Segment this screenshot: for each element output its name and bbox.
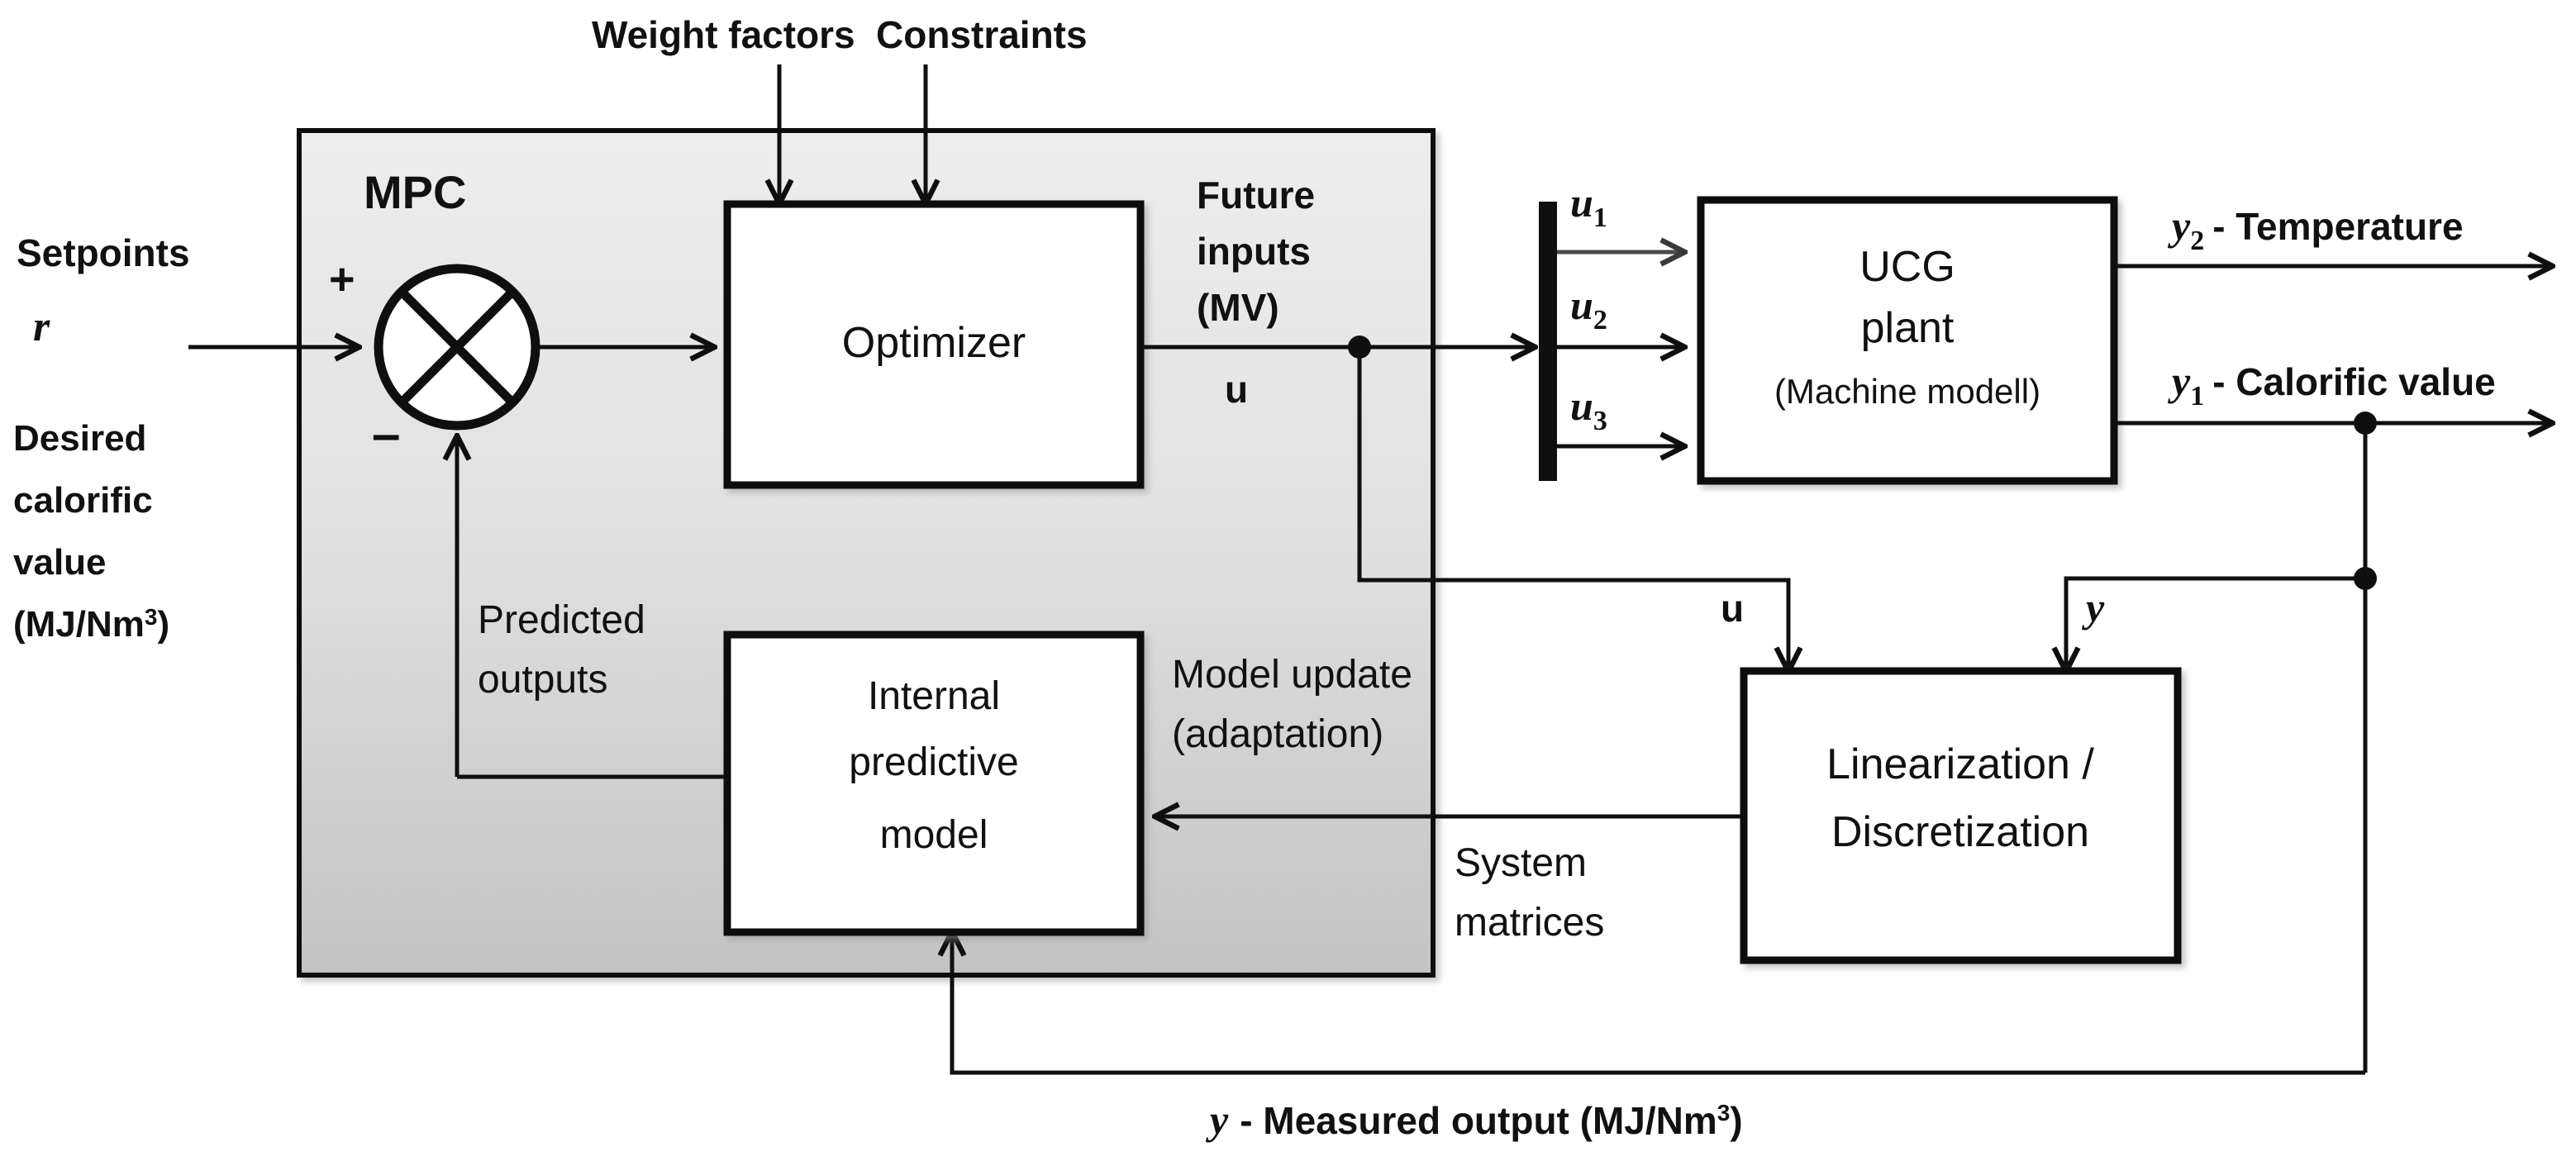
- internal-predictive-model-box: [723, 631, 1145, 936]
- input-bus-bar: [1539, 202, 1557, 481]
- bottom-caption: y- Measured output (MJ/Nm3): [1206, 1097, 1743, 1143]
- bus-label-u3: u3: [1570, 383, 1607, 436]
- predicted-outputs-line1: Predicted: [478, 598, 645, 642]
- linearization-line1: Linearization /: [1826, 740, 2094, 788]
- sum-plus-sign: +: [329, 255, 355, 304]
- predicted-outputs-line2: outputs: [478, 658, 607, 702]
- optimizer-label: Optimizer: [842, 319, 1026, 367]
- ucg-plant-line3: (Machine modell): [1774, 372, 2040, 411]
- future-inputs-symbol-u: u: [1225, 368, 1248, 411]
- future-inputs-line3: (MV): [1197, 286, 1279, 329]
- y-branch-to-linearization: [2066, 576, 2365, 669]
- bus-label-u1: u1: [1570, 179, 1607, 233]
- internal-model-line1: Internal: [868, 674, 1000, 718]
- bus-label-u2: u2: [1570, 282, 1607, 336]
- linearization-box: [1740, 667, 2182, 964]
- linearization-input-u-label: u: [1721, 587, 1744, 630]
- desired-calorific-line1: Desired: [13, 418, 146, 459]
- system-matrices-line1: System: [1455, 841, 1587, 885]
- optimizer-box: [723, 200, 1145, 489]
- desired-calorific-units: (MJ/Nm3): [13, 604, 169, 645]
- model-update-line2: (adaptation): [1172, 712, 1383, 756]
- internal-model-line2: predictive: [849, 740, 1018, 784]
- ucg-plant-line1: UCG: [1859, 243, 1955, 291]
- setpoint-symbol-r: r: [33, 303, 50, 350]
- summing-junction: [374, 264, 540, 431]
- ucg-plant-box: [1697, 196, 2118, 485]
- weight-factors-label: Weight factors: [592, 13, 855, 56]
- desired-calorific-line3: value: [13, 542, 107, 583]
- internal-model-line3: model: [880, 813, 988, 857]
- sum-minus-sign: –: [372, 406, 400, 463]
- setpoints-label: Setpoints: [17, 231, 190, 274]
- linearization-line2: Discretization: [1831, 808, 2089, 856]
- future-inputs-line2: inputs: [1197, 230, 1311, 273]
- system-matrices-line2: matrices: [1455, 901, 1604, 945]
- constraints-label: Constraints: [876, 13, 1088, 56]
- mpc-label: MPC: [364, 166, 466, 218]
- desired-calorific-line2: calorific: [13, 480, 153, 521]
- y2-output-label: y2- Temperature: [2168, 202, 2464, 256]
- y1-output-label: y1- Calorific value: [2168, 358, 2496, 412]
- model-update-line1: Model update: [1172, 653, 1412, 697]
- future-inputs-line1: Future: [1197, 174, 1315, 217]
- ucg-plant-line2: plant: [1861, 304, 1955, 352]
- u-branch-to-linearization: [1357, 347, 1788, 669]
- linearization-input-y-label: y: [2082, 584, 2105, 631]
- measured-output-feedback-path: [952, 934, 2365, 1075]
